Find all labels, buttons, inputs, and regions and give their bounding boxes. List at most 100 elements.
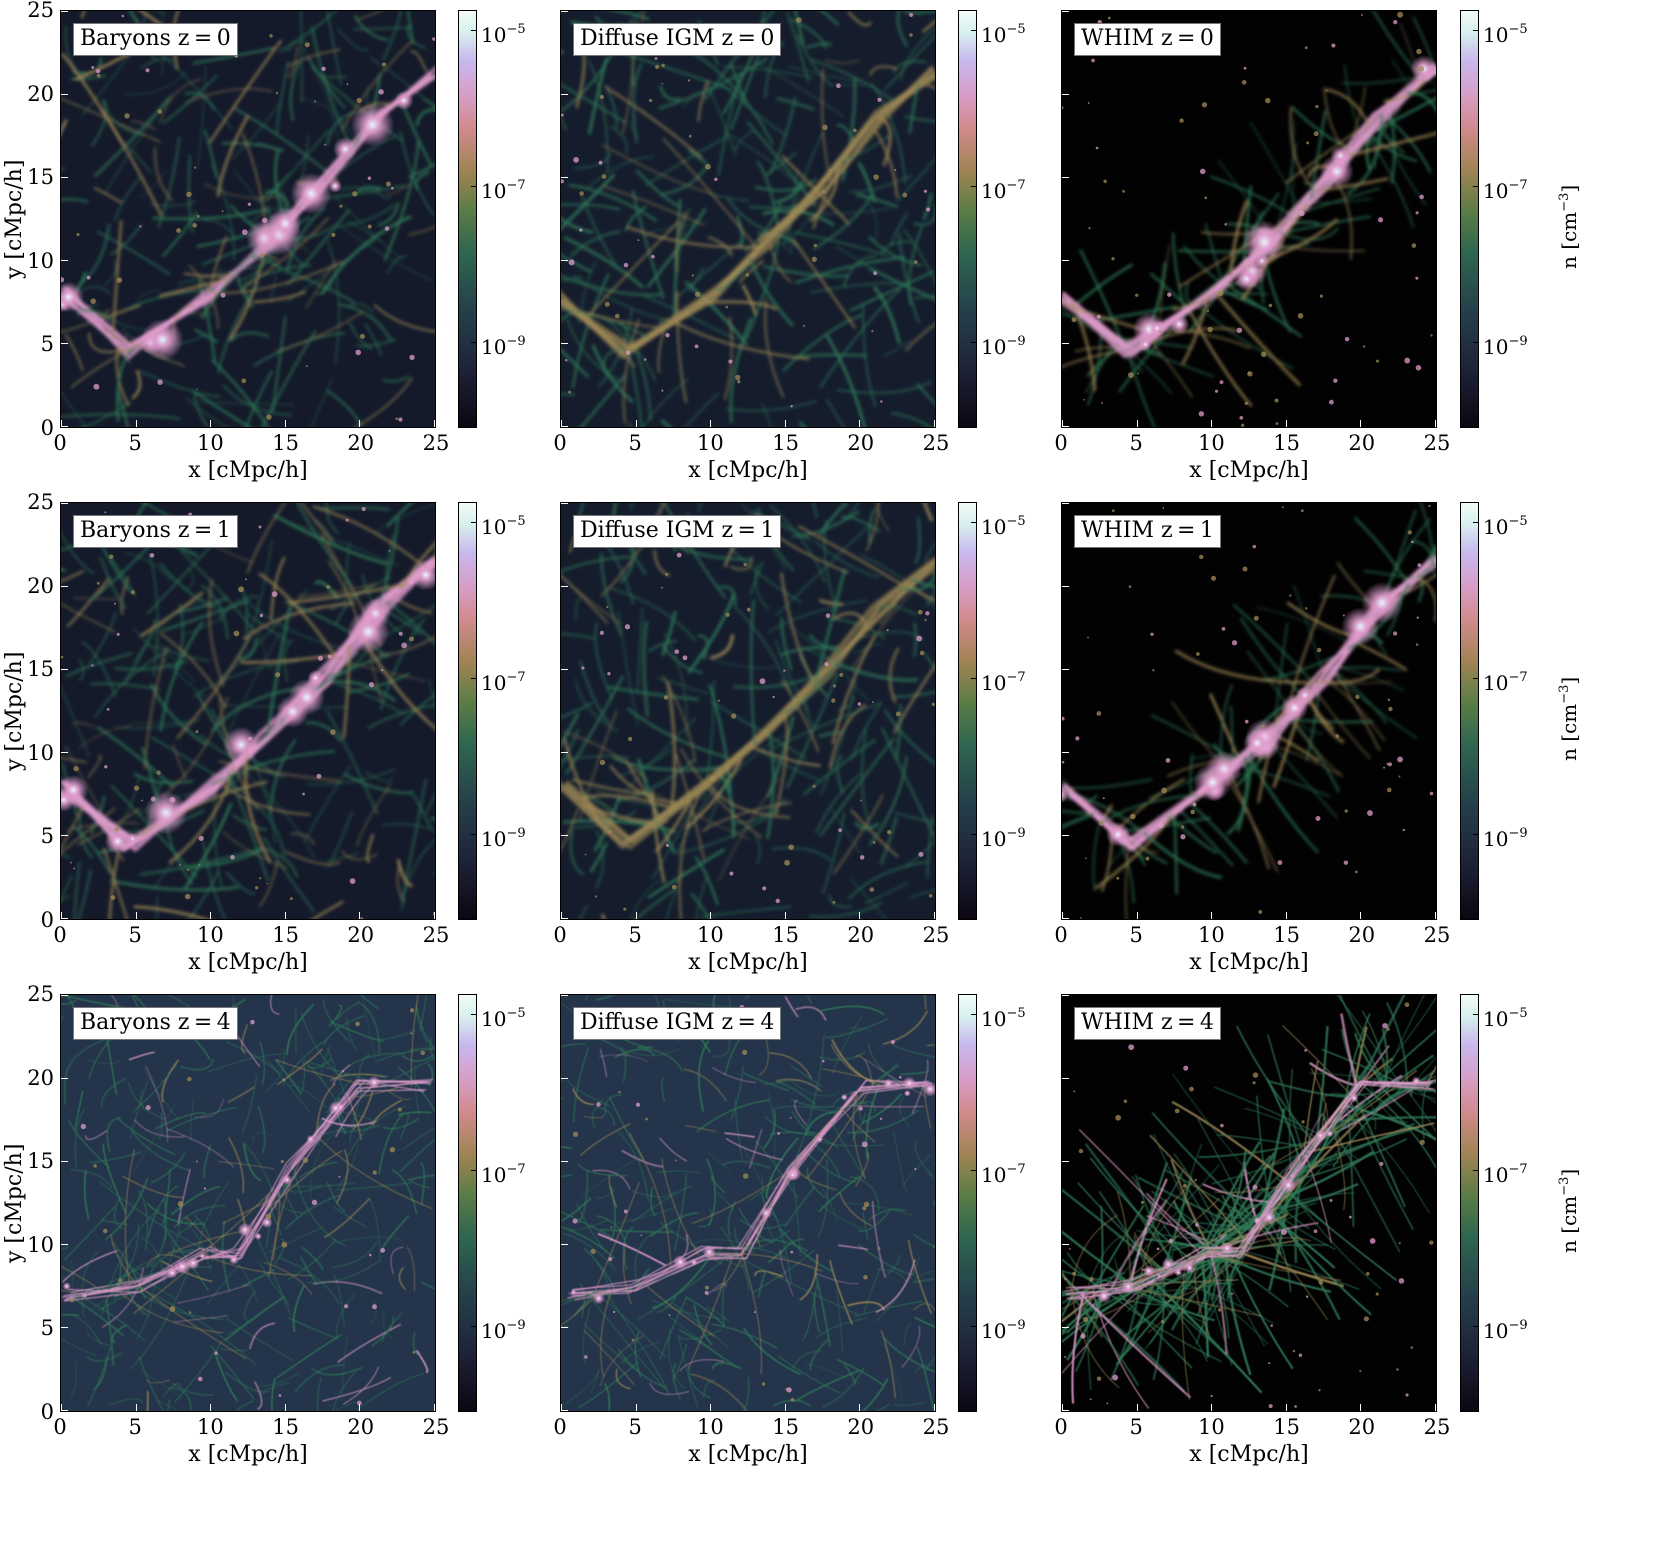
cosmic-web-image <box>61 995 435 1411</box>
x-tick-label: 5 <box>1129 431 1143 455</box>
colorbar-label-text: n [cm <box>1557 1195 1581 1253</box>
tick-exponent: −9 <box>1006 334 1026 350</box>
x-tick-mark <box>210 912 212 919</box>
colorbar-tick-mark <box>971 1013 977 1015</box>
x-tick-mark <box>1136 912 1138 919</box>
colorbar <box>458 502 477 920</box>
colorbar-tick-label: 10−9 <box>1483 1316 1528 1341</box>
colorbar-tick-mark <box>471 1169 477 1171</box>
x-tick-mark <box>635 1404 637 1411</box>
x-tick-mark <box>61 912 62 919</box>
x-tick-mark <box>61 420 62 427</box>
colorbar-label-close: ] <box>1557 1168 1581 1177</box>
x-tick-mark <box>1360 420 1362 427</box>
tick-base: 10 <box>1483 22 1509 47</box>
y-tick-mark <box>61 1244 68 1245</box>
density-map: Baryons z = 4 <box>60 994 436 1412</box>
y-tick-label: 25 <box>27 982 54 1006</box>
colorbar-tick-label: 10−5 <box>481 1004 526 1029</box>
x-tick-mark <box>1211 1404 1213 1411</box>
x-tick-label: 10 <box>197 1415 224 1439</box>
x-tick-mark <box>1062 1404 1063 1411</box>
y-tick-mark <box>61 752 68 753</box>
y-tick-mark <box>61 11 68 12</box>
colorbar <box>1460 10 1479 428</box>
x-tick-label: 25 <box>422 431 450 455</box>
tick-base: 10 <box>981 178 1007 203</box>
tick-exponent: −7 <box>1508 669 1528 685</box>
x-tick-mark <box>210 1404 212 1411</box>
density-map: Baryons z = 1 <box>60 502 436 920</box>
tick-exponent: −5 <box>1508 21 1528 37</box>
x-tick-label: 20 <box>847 923 875 947</box>
y-tick-label: 10 <box>27 740 54 765</box>
tick-exponent: −5 <box>1006 513 1026 529</box>
x-tick-label: 0 <box>53 431 67 455</box>
y-tick-mark <box>61 918 68 919</box>
x-tick-mark <box>1211 912 1213 919</box>
x-tick-label: 25 <box>1423 431 1451 455</box>
y-tick-mark <box>561 426 568 427</box>
colorbar-tick-label: 10−9 <box>981 332 1026 357</box>
y-tick-mark <box>1062 426 1069 427</box>
colorbar-tick-mark <box>1473 677 1479 679</box>
y-axis-label: y [cMpc/h] <box>2 651 27 771</box>
y-tick-mark <box>1062 1244 1069 1245</box>
y-tick-mark <box>561 177 568 178</box>
x-tick-label: 10 <box>1198 431 1225 455</box>
cosmic-web-image <box>61 11 435 427</box>
x-tick-mark <box>1435 420 1436 427</box>
x-tick-label: 25 <box>1423 1415 1451 1439</box>
y-tick-label: 15 <box>27 165 54 190</box>
y-tick-mark <box>561 1327 568 1328</box>
x-tick-mark <box>1062 912 1063 919</box>
tick-exponent: −9 <box>1006 826 1026 842</box>
tick-exponent: −5 <box>1006 21 1026 37</box>
y-tick-mark <box>1062 177 1069 178</box>
colorbar-tick-mark <box>971 1326 977 1328</box>
x-tick-mark <box>635 912 637 919</box>
colorbar <box>458 10 477 428</box>
x-tick-label: 15 <box>1273 923 1300 947</box>
y-tick-mark <box>1062 1410 1069 1411</box>
x-tick-mark <box>635 420 637 427</box>
x-tick-label: 0 <box>53 923 67 947</box>
y-tick-mark <box>1062 260 1069 261</box>
x-tick-mark <box>784 420 786 427</box>
tick-base: 10 <box>481 178 507 203</box>
x-tick-mark <box>284 912 286 919</box>
y-tick-mark <box>61 1078 68 1079</box>
x-tick-mark <box>434 420 435 427</box>
x-tick-mark <box>359 912 361 919</box>
x-tick-label: 20 <box>347 431 375 455</box>
x-tick-mark <box>710 912 712 919</box>
x-tick-mark <box>135 912 137 919</box>
x-tick-label: 20 <box>847 1415 875 1439</box>
x-tick-label: 10 <box>697 1415 724 1439</box>
colorbar-tick-mark <box>971 29 977 31</box>
y-axis-label: y [cMpc/h] <box>2 159 27 279</box>
x-tick-mark <box>210 420 212 427</box>
tick-exponent: −9 <box>506 334 526 350</box>
colorbar-tick-mark <box>971 521 977 523</box>
x-tick-mark <box>561 1404 562 1411</box>
y-axis-label: y [cMpc/h] <box>2 1143 27 1263</box>
y-tick-mark <box>561 503 568 504</box>
colorbar-tick-label: 10−5 <box>481 512 526 537</box>
y-tick-mark <box>1062 669 1069 670</box>
x-tick-label: 20 <box>1348 923 1376 947</box>
x-tick-mark <box>1136 420 1138 427</box>
x-tick-label: 5 <box>628 431 642 455</box>
tick-exponent: −7 <box>506 177 526 193</box>
x-axis-label: x [cMpc/h] <box>188 1442 308 1467</box>
y-tick-label: 20 <box>27 81 54 106</box>
x-tick-label: 15 <box>272 431 299 455</box>
tick-base: 10 <box>981 1319 1007 1344</box>
y-tick-mark <box>561 752 568 753</box>
colorbar-tick-mark <box>1473 834 1479 836</box>
colorbar-tick-label: 10−7 <box>981 176 1026 201</box>
x-tick-label: 15 <box>272 923 299 947</box>
tick-base: 10 <box>1483 514 1509 539</box>
y-tick-label: 25 <box>27 0 54 22</box>
colorbar-tick-label: 10−9 <box>981 824 1026 849</box>
